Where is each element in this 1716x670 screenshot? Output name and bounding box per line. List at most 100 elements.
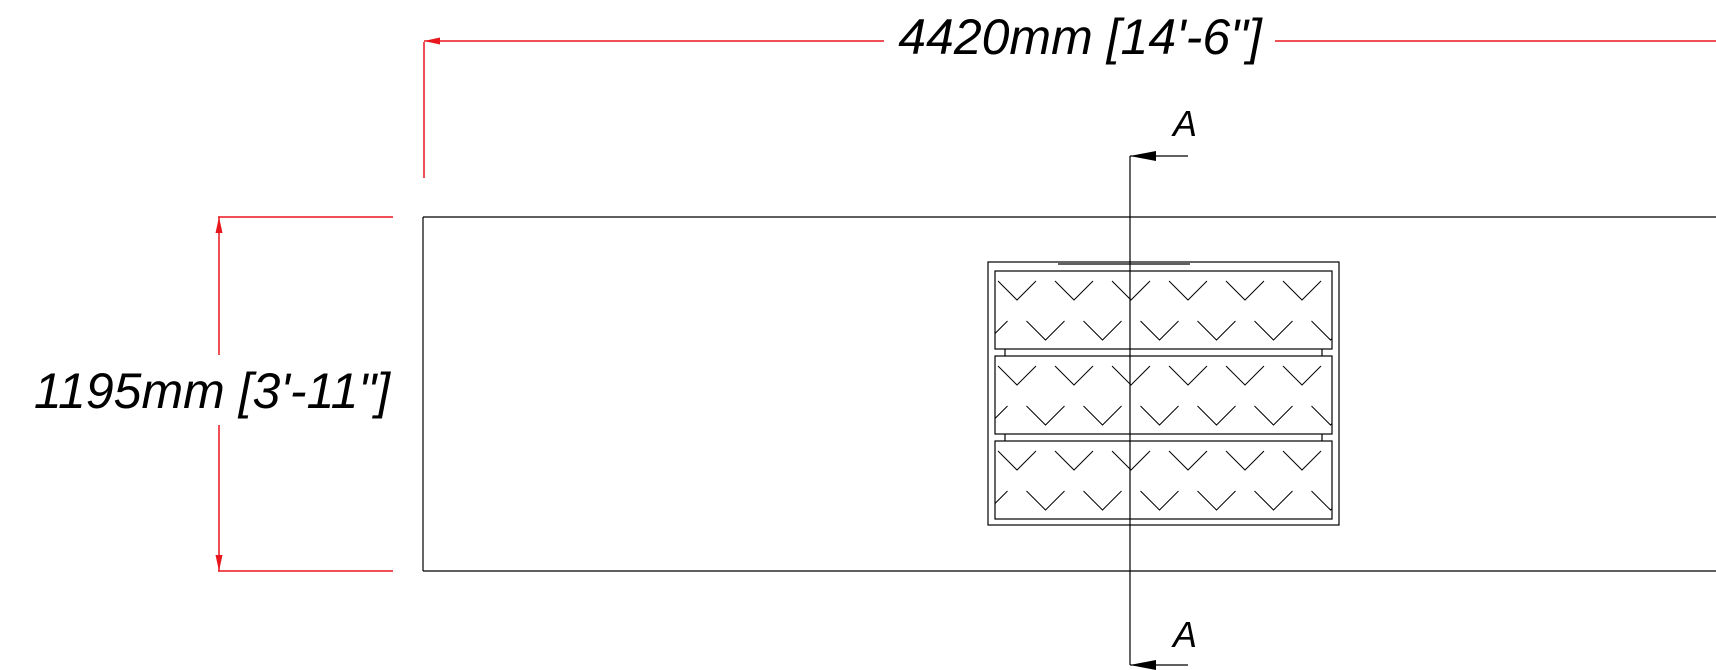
cover-panel-1 xyxy=(994,270,1333,350)
hatch-chevron xyxy=(1397,366,1435,385)
hatch-chevron xyxy=(1283,446,1321,465)
hatch-chevron xyxy=(1340,446,1378,465)
hatch-chevron xyxy=(1255,411,1293,430)
hatch-chevron xyxy=(1426,411,1464,430)
hatch-chevron xyxy=(1054,450,1094,471)
hatch-chevron xyxy=(1312,241,1350,260)
hatch-chevron xyxy=(1055,446,1093,465)
hatch-chevron xyxy=(1168,280,1208,301)
hatch-chevron xyxy=(1369,411,1407,430)
diamond-plate-hatch xyxy=(941,411,1464,550)
hatch-chevron xyxy=(1084,411,1122,430)
hatch-chevron xyxy=(1369,406,1407,425)
diamond-plate-hatch xyxy=(941,241,1464,380)
cover-panel-3 xyxy=(994,440,1333,520)
hatch-chevron xyxy=(1140,320,1179,341)
hatch-chevron xyxy=(1225,280,1265,301)
hatch-chevron xyxy=(1312,411,1350,430)
hatch-chevron xyxy=(1311,320,1332,341)
hatch-chevron xyxy=(1311,490,1332,511)
hatch-chevron xyxy=(1054,365,1094,386)
hatch-chevron xyxy=(1141,411,1179,430)
hatch-chevron xyxy=(1112,446,1150,465)
hatch-chevron xyxy=(1197,320,1236,341)
hatch-chevron xyxy=(1027,411,1065,430)
hatch-chevron xyxy=(1254,405,1293,426)
hatch-chevron xyxy=(1225,450,1265,471)
section-arrow-bottom-head xyxy=(1130,660,1156,670)
width-dimension-label: 4420mm [14'-6"] xyxy=(898,9,1263,65)
hatch-chevron xyxy=(1168,365,1208,386)
hatch-chevron xyxy=(997,280,1037,301)
hatch-chevron xyxy=(1340,366,1378,385)
hatch-chevron xyxy=(1083,320,1122,341)
hatch-chevron xyxy=(1426,326,1464,345)
hatch-chevron xyxy=(1340,531,1378,550)
hatch-chevron xyxy=(1397,446,1435,465)
diamond-plate-hatch xyxy=(941,326,1464,465)
hatch-chevron xyxy=(998,361,1036,380)
height-arrow-top xyxy=(215,217,223,233)
hatch-chevron xyxy=(1026,490,1065,511)
hatch-chevron xyxy=(997,365,1037,386)
width-dimension xyxy=(423,40,1716,178)
hatch-chevron xyxy=(1397,281,1435,300)
hatch-chevron xyxy=(1083,490,1122,511)
hatch-chevron xyxy=(941,451,979,470)
hatch-chevron xyxy=(1111,365,1151,386)
hatch-chevron xyxy=(1084,241,1122,260)
hatch-chevron xyxy=(1055,531,1093,550)
hatch-chevron xyxy=(1198,326,1236,345)
hatch-chevron xyxy=(995,490,1008,505)
height-arrow-bottom xyxy=(215,555,223,571)
hatch-chevron xyxy=(1140,405,1179,426)
hatch-chevron xyxy=(1312,326,1350,345)
hatch-chevron xyxy=(941,281,979,300)
hatch-chevron xyxy=(1226,361,1264,380)
hatch-chevron xyxy=(1340,361,1378,380)
hatch-chevron xyxy=(1254,320,1293,341)
hatch-chevron xyxy=(1026,320,1065,341)
hatch-chevron xyxy=(1225,365,1265,386)
hatch-chevron xyxy=(1340,451,1378,470)
hatch-chevron xyxy=(1426,491,1464,510)
hatch-chevron xyxy=(1198,241,1236,260)
hatch-chevron xyxy=(1084,326,1122,345)
height-dimension-label: 1195mm [3'-11"] xyxy=(34,363,391,419)
hatch-chevron xyxy=(1369,321,1407,340)
hatch-chevron xyxy=(1283,361,1321,380)
hatch-chevron xyxy=(1340,281,1378,300)
hatch-chevron xyxy=(998,446,1036,465)
hatch-chevron xyxy=(1226,531,1264,550)
hatch-chevron xyxy=(1397,361,1435,380)
hatch-chevron xyxy=(1283,531,1321,550)
hatch-chevron xyxy=(1397,451,1435,470)
hatch-chevron xyxy=(941,366,979,385)
section-label-bottom: A xyxy=(1171,614,1197,655)
hatch-chevron xyxy=(1112,361,1150,380)
hatch-chevron xyxy=(1369,241,1407,260)
hatch-chevron xyxy=(1426,406,1464,425)
hatch-chevron xyxy=(1254,490,1293,511)
hatch-chevron xyxy=(1141,326,1179,345)
hatch-chevron xyxy=(1397,531,1435,550)
slab-outline xyxy=(422,216,1716,572)
hatch-chevron xyxy=(1112,531,1150,550)
hatch-chevron xyxy=(1426,241,1464,260)
hatch-chevron xyxy=(1140,490,1179,511)
hatch-chevron xyxy=(1027,326,1065,345)
section-cut-line xyxy=(1129,155,1188,666)
hatch-chevron xyxy=(1027,241,1065,260)
hatch-chevron xyxy=(1168,450,1208,471)
hatch-chevron xyxy=(941,361,979,380)
cover-frame-outer xyxy=(987,261,1340,526)
hatch-chevron xyxy=(1169,446,1207,465)
hatch-chevron xyxy=(1054,280,1094,301)
section-arrow-top-head xyxy=(1130,151,1156,161)
hatch-chevron xyxy=(1282,450,1322,471)
hatch-chevron xyxy=(1226,446,1264,465)
hatch-chevron xyxy=(1141,241,1179,260)
hatch-chevron xyxy=(998,531,1036,550)
hatch-chevron xyxy=(1197,490,1236,511)
